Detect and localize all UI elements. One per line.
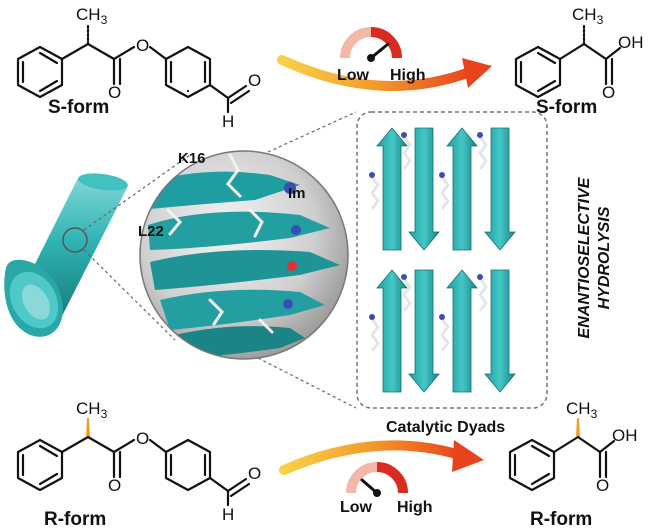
bottom-product-oh: OH xyxy=(612,426,638,445)
beta-strand xyxy=(408,127,440,251)
residue-k16-label: K16 xyxy=(178,150,206,167)
zoom-line-upper xyxy=(83,154,191,231)
bottom-aldehyde-o: O xyxy=(248,464,261,483)
side-chain-stick xyxy=(440,318,450,352)
top-substrate-label: S-form xyxy=(48,97,109,118)
bottom-ester-o: O xyxy=(136,429,149,448)
bottom-gauge-high: High xyxy=(397,499,433,516)
top-product-methyl: CH3 xyxy=(572,5,604,27)
side-chain-stick xyxy=(478,278,488,312)
panel-connector-upper xyxy=(267,111,357,153)
bottom-product-molecule xyxy=(508,418,616,492)
bottom-substrate-molecule xyxy=(16,418,251,507)
nitrogen-atom xyxy=(477,132,483,138)
bottom-product-o: O xyxy=(596,476,609,495)
top-aldehyde-o: O xyxy=(248,71,261,90)
top-methyl-label: CH3 xyxy=(76,5,108,27)
residue-l22-label: L22 xyxy=(138,223,164,240)
beta-strand xyxy=(376,269,408,393)
panel-caption: Catalytic Dyads xyxy=(386,419,505,436)
panel-connector-lower xyxy=(257,357,357,409)
nitrogen-atom xyxy=(401,274,407,280)
top-reaction-arrow xyxy=(277,55,475,91)
side-chain-stick xyxy=(370,318,380,352)
top-product-label: S-form xyxy=(536,97,597,118)
top-substrate-molecule xyxy=(16,22,251,114)
bottom-arrowhead xyxy=(452,440,484,472)
bottom-gauge-low: Low xyxy=(340,499,373,516)
top-product-oh: OH xyxy=(618,33,644,52)
nitrogen-atom xyxy=(439,314,445,320)
beta-strand-array xyxy=(369,127,516,393)
side-chain-stick xyxy=(440,176,450,210)
bottom-substrate-label: R-form xyxy=(44,509,106,528)
side-title-line1: ENANTIOSELECTIVE xyxy=(576,176,593,338)
top-activity-gauge xyxy=(340,27,402,62)
beta-strand xyxy=(446,269,478,393)
top-product-o: O xyxy=(602,83,615,102)
bottom-methyl-label: CH3 xyxy=(76,399,108,421)
top-product-molecule xyxy=(514,22,622,99)
bottom-activity-gauge xyxy=(346,462,408,497)
bottom-product-methyl: CH3 xyxy=(566,399,598,421)
top-ester-o: O xyxy=(136,36,149,55)
beta-strand xyxy=(484,127,516,251)
top-arrowhead xyxy=(462,58,492,88)
nitrogen-atom xyxy=(477,274,483,280)
nitrogen-atom xyxy=(439,172,445,178)
top-carbonyl-o: O xyxy=(108,83,121,102)
beta-strand xyxy=(484,269,516,393)
beta-strand xyxy=(408,269,440,393)
top-aldehyde-h: H xyxy=(222,112,234,131)
side-title-line2: HYDROLYSIS xyxy=(596,206,613,309)
nitrogen-atom xyxy=(401,132,407,138)
bottom-product-label: R-form xyxy=(530,509,592,528)
beta-strand xyxy=(446,127,478,251)
side-chain-stick xyxy=(478,136,488,170)
side-chain-stick xyxy=(370,176,380,210)
top-gauge-low: Low xyxy=(337,67,370,84)
side-title: ENANTIOSELECTIVE HYDROLYSIS xyxy=(576,176,613,338)
nitrogen-atom xyxy=(369,172,375,178)
bottom-carbonyl-o: O xyxy=(108,476,121,495)
side-chain-stick xyxy=(402,278,412,312)
assembly-zoom-sphere xyxy=(139,150,349,360)
nitrogen-atom xyxy=(369,314,375,320)
residue-im-label: Im xyxy=(288,185,306,202)
top-gauge-high: High xyxy=(390,67,426,84)
nanotube xyxy=(4,173,128,337)
beta-strand xyxy=(376,127,408,251)
side-chain-stick xyxy=(402,136,412,170)
bottom-aldehyde-h: H xyxy=(222,505,234,524)
bottom-reaction-arrow xyxy=(279,440,465,475)
